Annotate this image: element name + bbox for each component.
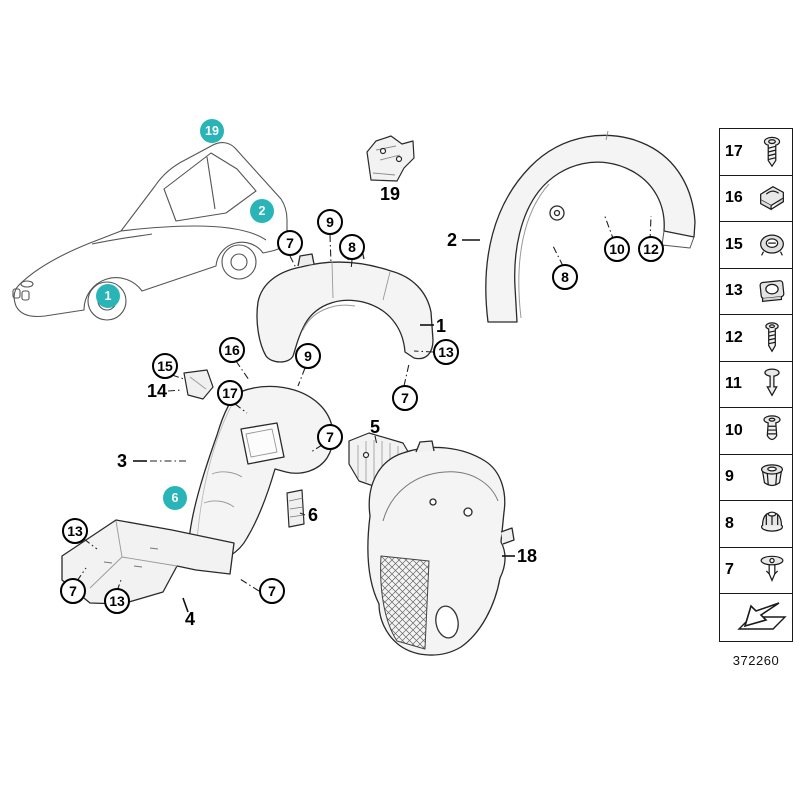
part-3-drawing: [188, 385, 334, 562]
part-18-drawing: [367, 440, 515, 656]
legend-row-9[interactable]: 9: [720, 455, 792, 501]
part-label-1[interactable]: 1: [435, 316, 447, 336]
push-rivet-icon: [760, 555, 784, 583]
part-label-6[interactable]: 6: [307, 505, 319, 525]
part-label-4[interactable]: 4: [184, 609, 196, 629]
part-6-drawing: [286, 489, 305, 528]
part-14-drawing: [183, 369, 214, 400]
expanding-nut-icon: [760, 234, 784, 256]
pin-rivet-icon: [764, 368, 780, 397]
legend-row-17[interactable]: 17: [720, 129, 792, 176]
label-dashes: [133, 239, 515, 613]
callout-8[interactable]: 8: [552, 264, 578, 290]
callout-17[interactable]: 17: [217, 380, 243, 406]
teal-marker-2[interactable]: 2: [250, 199, 274, 223]
metal-screw-icon: [765, 322, 779, 353]
fastener-legend: 17 16 15: [719, 128, 793, 642]
figure-number: 372260: [732, 653, 780, 668]
cap-nut-icon: [760, 511, 784, 532]
part-label-18[interactable]: 18: [516, 546, 538, 566]
part-4-drawing: [61, 519, 235, 605]
callout-13[interactable]: 13: [62, 518, 88, 544]
callout-7[interactable]: 7: [259, 578, 285, 604]
callout-10[interactable]: 10: [604, 236, 630, 262]
part-1-drawing: [256, 249, 434, 363]
legend-number: 15: [725, 235, 743, 253]
legend-row-7[interactable]: 7: [720, 548, 792, 594]
part-label-2[interactable]: 2: [446, 230, 458, 250]
callout-7[interactable]: 7: [392, 385, 418, 411]
legend-number: 12: [725, 328, 743, 346]
teal-marker-19[interactable]: 19: [200, 119, 224, 143]
legend-row-12[interactable]: 12: [720, 315, 792, 362]
legend-row-8[interactable]: 8: [720, 501, 792, 548]
legend-number: 10: [725, 421, 743, 439]
callout-7[interactable]: 7: [317, 424, 343, 450]
direction-arrow-icon: [737, 602, 787, 630]
teal-marker-6[interactable]: 6: [163, 486, 187, 510]
callout-7[interactable]: 7: [277, 230, 303, 256]
clip-nut-icon: [759, 280, 785, 303]
legend-number: 9: [725, 468, 734, 486]
callout-15[interactable]: 15: [152, 353, 178, 379]
legend-number: 16: [725, 189, 743, 207]
legend-number: 8: [725, 514, 734, 532]
part-label-5[interactable]: 5: [369, 417, 381, 437]
part-label-14[interactable]: 14: [146, 381, 168, 401]
legend-number: 17: [725, 142, 743, 160]
part-label-3[interactable]: 3: [116, 451, 128, 471]
part-2-drawing: [485, 130, 696, 323]
callout-9[interactable]: 9: [317, 209, 343, 235]
grommet-icon: [760, 464, 784, 487]
legend-number: 11: [725, 375, 742, 393]
callout-8[interactable]: 8: [339, 234, 365, 260]
legend-row-16[interactable]: 16: [720, 176, 792, 222]
part-label-19[interactable]: 19: [379, 184, 401, 204]
callout-9[interactable]: 9: [295, 343, 321, 369]
part-19-drawing: [366, 135, 415, 182]
teal-marker-1[interactable]: 1: [96, 284, 120, 308]
speed-clip-icon: [760, 186, 784, 211]
callout-16[interactable]: 16: [219, 337, 245, 363]
callout-7[interactable]: 7: [60, 578, 86, 604]
torx-screw-icon: [763, 136, 781, 168]
legend-row-10[interactable]: 10: [720, 408, 792, 455]
callout-12[interactable]: 12: [638, 236, 664, 262]
car-outline-sketch: [12, 142, 288, 321]
legend-row-11[interactable]: 11: [720, 362, 792, 408]
legend-number: 13: [725, 282, 743, 300]
callout-13[interactable]: 13: [433, 339, 459, 365]
legend-row-15[interactable]: 15: [720, 222, 792, 269]
legend-number: 7: [725, 561, 734, 579]
legend-row-arrow[interactable]: [720, 594, 792, 641]
legend-row-13[interactable]: 13: [720, 269, 792, 315]
callout-13[interactable]: 13: [104, 588, 130, 614]
expansion-rivet-icon: [763, 415, 781, 440]
